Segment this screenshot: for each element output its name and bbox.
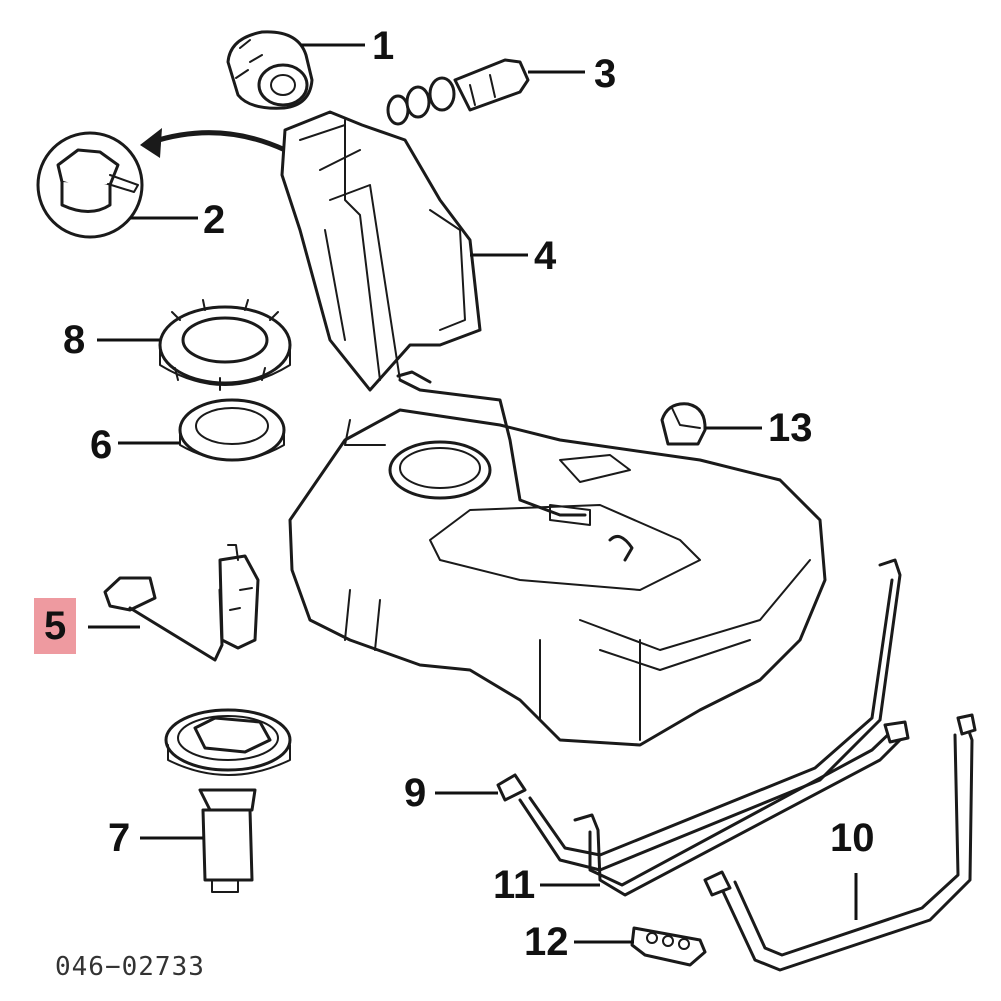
arrow-head (140, 128, 162, 158)
callout-5: 5 (34, 598, 77, 654)
callout-12: 12 (524, 920, 569, 964)
fuel-tank (288, 370, 827, 747)
callout-8: 8 (63, 318, 86, 362)
strap-a (518, 558, 902, 872)
part-2-cap-detail (36, 131, 144, 239)
part-5-level-sender (103, 544, 260, 662)
callout-13: 13 (768, 406, 813, 450)
callout-11: 11 (493, 863, 536, 907)
part-1-filler-cap (226, 30, 314, 110)
callout-1: 1 (372, 24, 395, 68)
part-11-strap (496, 720, 910, 897)
diagram-reference-code: 046−02733 (55, 952, 205, 982)
part-8-locking-ring (158, 299, 292, 391)
part-7-fuel-pump (164, 708, 292, 893)
callout-4: 4 (534, 234, 557, 278)
callout-3: 3 (594, 52, 617, 96)
callout-7: 7 (108, 816, 131, 860)
part-4-filler-neck (280, 110, 482, 392)
callout-10: 10 (830, 816, 875, 860)
arrow-curve (149, 130, 288, 153)
part-3-filler-hose (386, 58, 530, 126)
part-12-clip (630, 926, 707, 967)
callout-2: 2 (203, 198, 226, 242)
part-6-seal (178, 398, 286, 462)
part-13-cap (660, 402, 707, 446)
callout-6: 6 (90, 423, 113, 467)
part-10-strap (703, 713, 977, 972)
callout-9: 9 (404, 771, 427, 815)
